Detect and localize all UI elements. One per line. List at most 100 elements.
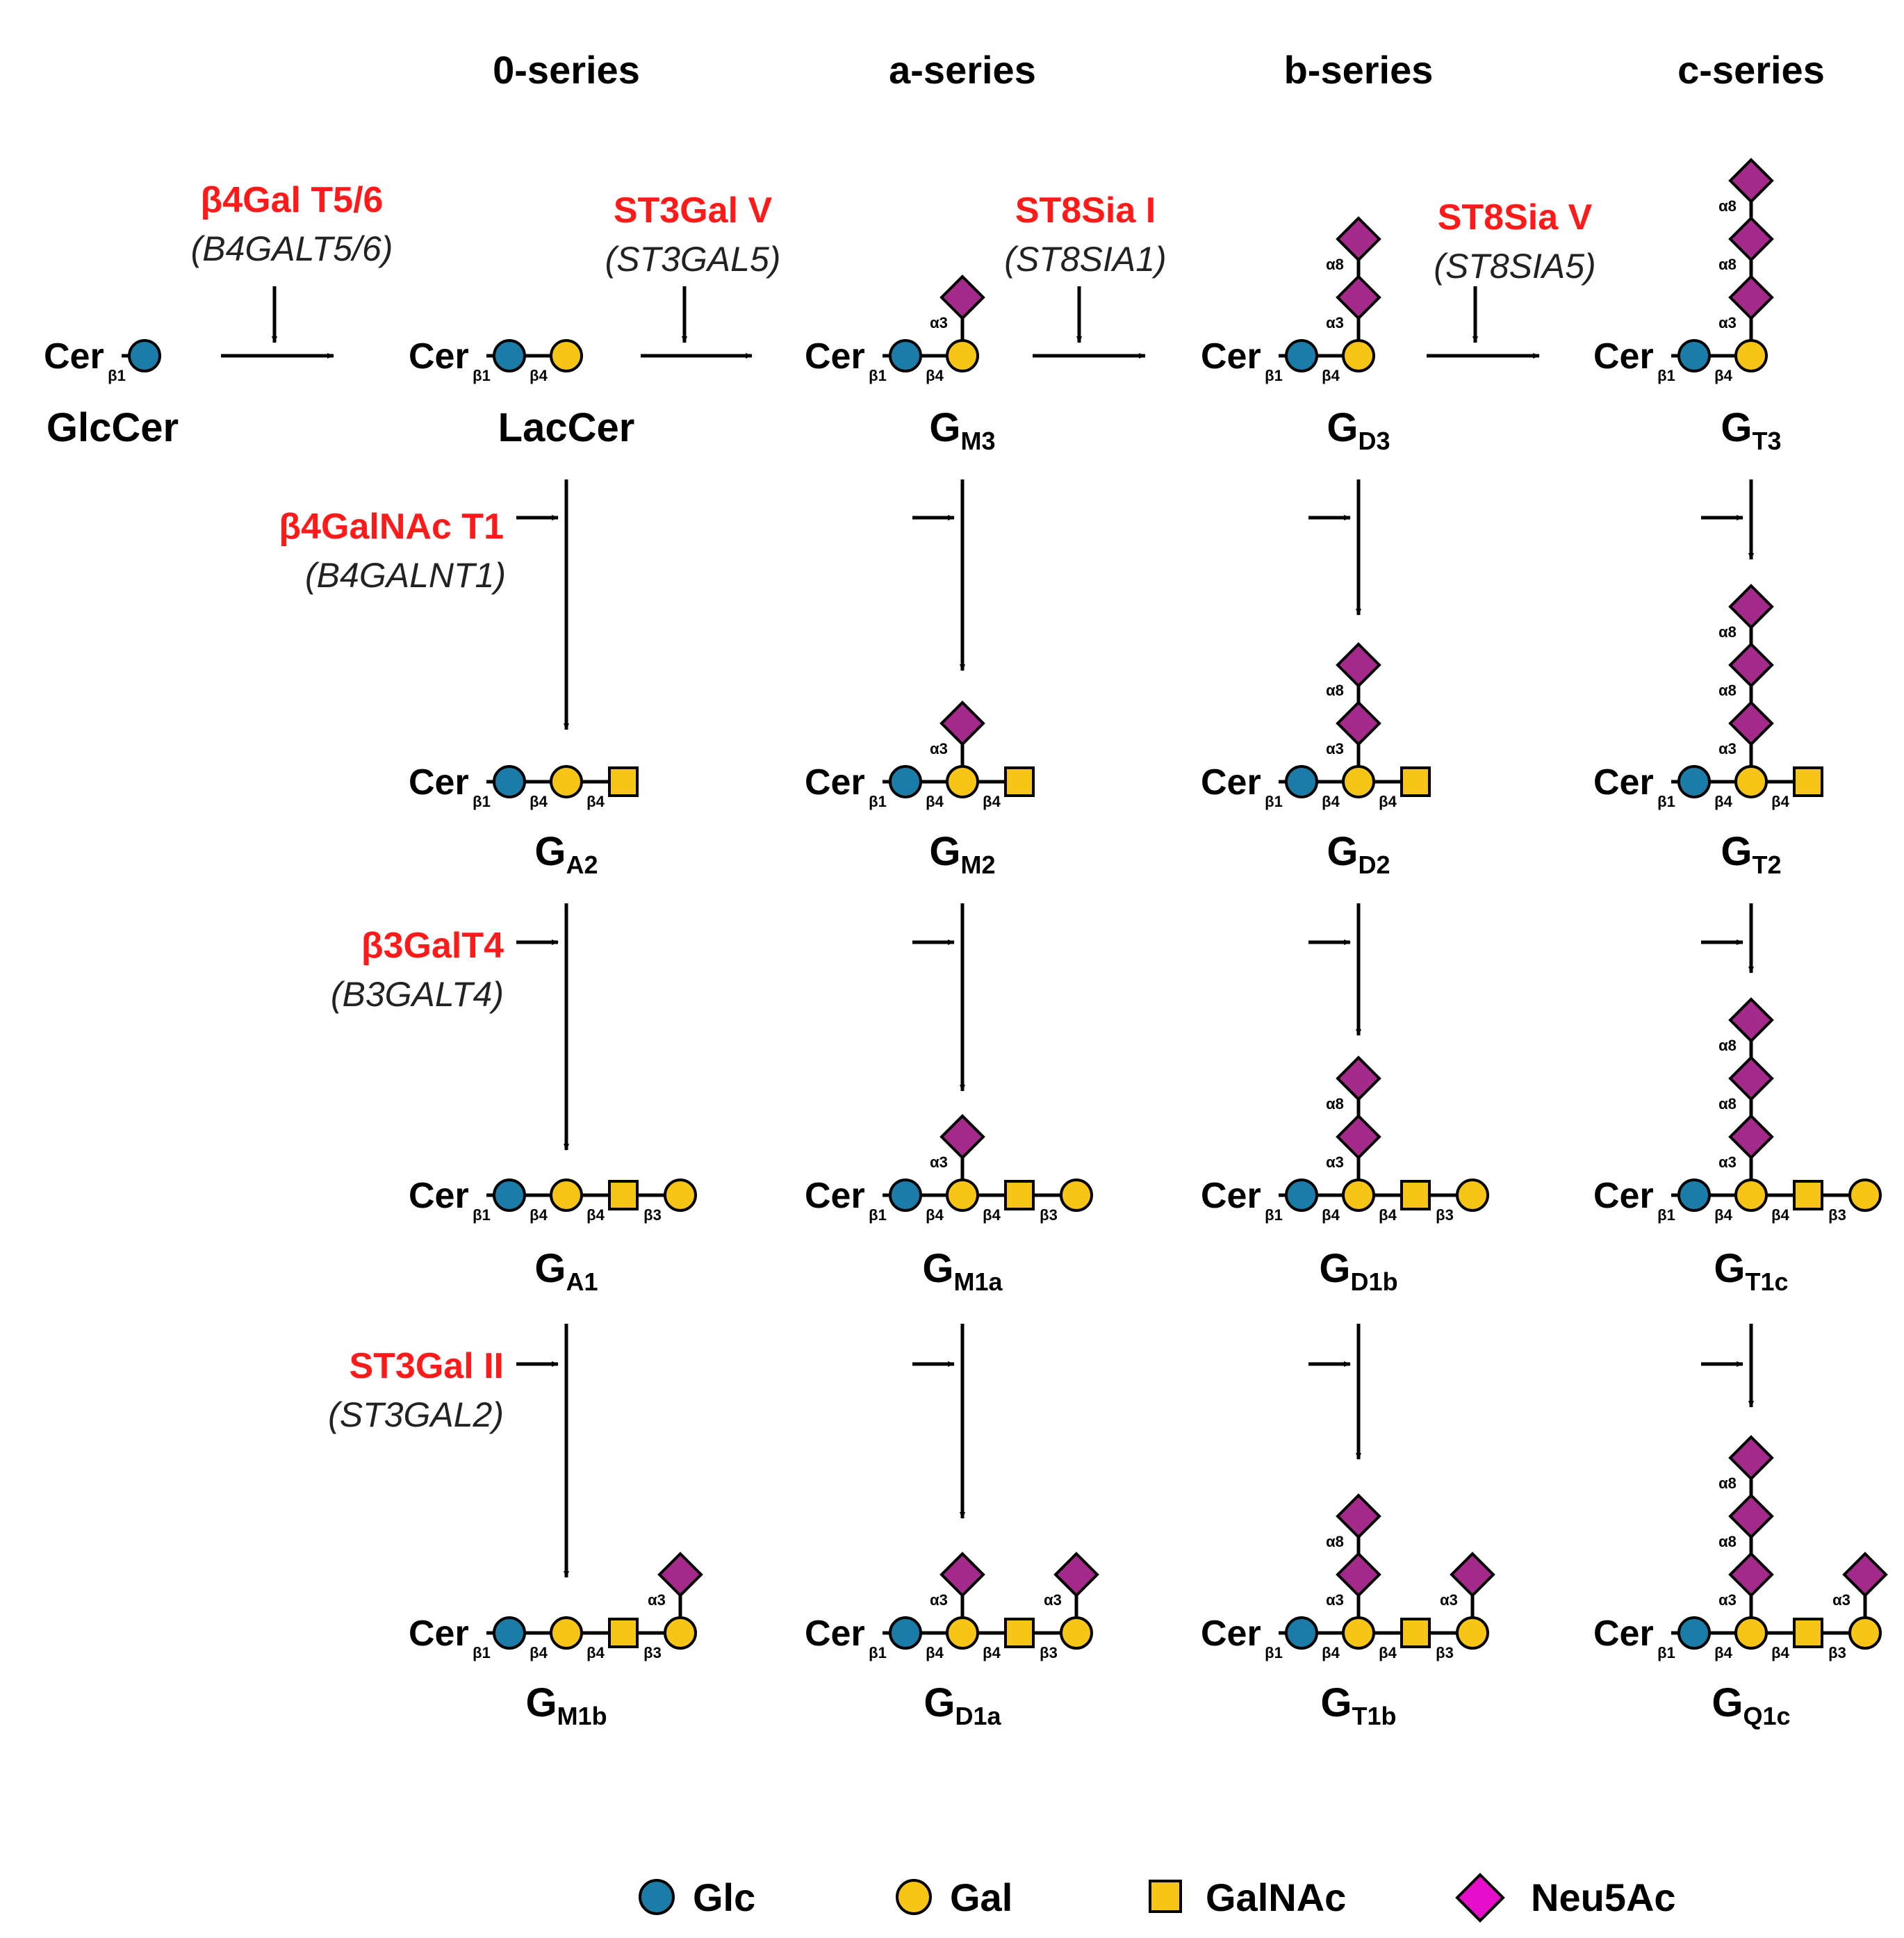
- glc-circle-icon: [493, 1616, 526, 1650]
- neu5ac-diamond-icon: [1728, 1552, 1774, 1598]
- linkage-label-a8: α8: [1718, 623, 1737, 641]
- neu5ac-diamond-icon: [1842, 1552, 1888, 1598]
- galnac-square-icon: [1400, 766, 1431, 797]
- linkage-label-b1: β1: [869, 1644, 887, 1661]
- compound-label-gd2: GD2: [1327, 829, 1390, 879]
- glc-circle-icon: [889, 1179, 922, 1212]
- glc-circle-icon: [1285, 339, 1318, 372]
- linkage-label-b3: β3: [1436, 1644, 1454, 1661]
- linkage-label-b1: β1: [473, 793, 491, 810]
- linkage-label-b1: β1: [869, 793, 887, 810]
- galnac-square-icon: [1793, 1618, 1823, 1648]
- linkage-label-b4: β4: [530, 1206, 548, 1224]
- compound-label-ga2: GA2: [534, 829, 598, 879]
- legend-label-neu5ac: Neu5Ac: [1531, 1875, 1676, 1919]
- linkage-label-b1: β1: [1657, 793, 1675, 810]
- neu5ac-diamond-icon: [1336, 1552, 1381, 1598]
- linkage-label-a3: α3: [1326, 740, 1344, 757]
- compound-label-ga1: GA1: [534, 1246, 598, 1296]
- linkage-label-a3: α3: [930, 1153, 948, 1171]
- galnac-square-icon: [1793, 1180, 1823, 1210]
- linkage-label-a8: α8: [1326, 256, 1344, 273]
- gene-label-b4galt56: (B4GALT5/6): [191, 229, 393, 268]
- enzyme-label-b3galt4: β3GalT4: [361, 926, 504, 966]
- linkage-label-a8: α8: [1326, 1533, 1344, 1550]
- ceramide-label: Cer: [44, 336, 104, 377]
- gal-circle-icon: [1848, 1179, 1882, 1212]
- linkage-label-b1: β1: [108, 367, 126, 384]
- linkage-label-b4: β4: [926, 1644, 944, 1661]
- series-header-c: c-series: [1677, 48, 1825, 92]
- galnac-square-icon: [1004, 1180, 1035, 1210]
- series-header-b: b-series: [1284, 48, 1434, 92]
- neu5ac-diamond-icon: [1728, 997, 1774, 1043]
- enzyme-label-b4galnt1: β4GalNAc T1: [279, 507, 504, 547]
- neu5ac-diamond-icon: [1728, 1056, 1774, 1101]
- gal-circle-icon: [1342, 339, 1375, 372]
- legend-item-gal: Gal: [896, 1875, 1012, 1919]
- gal-circle-icon: [946, 339, 979, 372]
- compound-label-gt1b: GT1b: [1320, 1680, 1396, 1730]
- linkage-label-a8: α8: [1718, 1475, 1737, 1492]
- galnac-square-icon: [608, 1618, 639, 1648]
- neu5ac-diamond-icon: [1336, 700, 1381, 746]
- legend-label-gal: Gal: [950, 1875, 1012, 1919]
- linkage-label-b4: β4: [926, 367, 944, 384]
- ceramide-label: Cer: [1593, 1613, 1654, 1654]
- linkage-label-b3: β3: [1828, 1206, 1846, 1224]
- linkage-label-b1: β1: [869, 367, 887, 384]
- linkage-label-b3: β3: [1828, 1644, 1846, 1661]
- linkage-label-b4: β4: [983, 793, 1001, 810]
- gal-circle-icon: [946, 765, 979, 798]
- neu5ac-diamond-icon: [1336, 1493, 1381, 1539]
- compound-label-glccer: GlcCer: [47, 405, 179, 450]
- linkage-label-a3: α3: [1326, 1153, 1344, 1171]
- linkage-label-b4: β4: [1322, 1206, 1340, 1224]
- neu5ac-diamond-icon: [1336, 642, 1381, 688]
- legend-item-glc: Glc: [639, 1875, 755, 1919]
- linkage-label-a3: α3: [1832, 1591, 1850, 1609]
- linkage-label-b4: β4: [530, 793, 548, 810]
- linkage-label-b4: β4: [1322, 1644, 1340, 1661]
- gene-label-st8sia1: (ST8SIA1): [1004, 240, 1166, 279]
- linkage-label-a3: α3: [1044, 1591, 1062, 1609]
- neu5ac-diamond-icon: [1728, 1493, 1774, 1539]
- linkage-label-b1: β1: [473, 1644, 491, 1661]
- gal-circle-icon: [946, 1179, 979, 1212]
- linkage-label-b4: β4: [530, 367, 548, 384]
- gene-label-st8sia5: (ST8SIA5): [1434, 247, 1595, 286]
- galnac-square-icon: [1793, 766, 1823, 797]
- glc-circle-icon: [493, 765, 526, 798]
- neu5ac-diamond-icon: [1728, 274, 1774, 320]
- neu5ac-diamond-icon: [1728, 1435, 1774, 1481]
- neu5ac-diamond-icon: [1336, 1114, 1381, 1160]
- linkage-label-a3: α3: [1326, 1591, 1344, 1609]
- linkage-label-b4: β4: [1379, 793, 1397, 810]
- ceramide-label: Cer: [1201, 1176, 1261, 1216]
- glc-circle-icon: [1285, 1616, 1318, 1650]
- glc-circle-icon: [1285, 1179, 1318, 1212]
- linkage-label-b1: β1: [1265, 793, 1283, 810]
- linkage-label-b1: β1: [1265, 1644, 1283, 1661]
- legend-item-neu5ac: Neu5Ac: [1455, 1873, 1676, 1923]
- glc-circle-icon: [493, 339, 526, 372]
- linkage-label-b3: β3: [643, 1644, 662, 1661]
- neu5ac-diamond-icon: [1450, 1552, 1495, 1598]
- linkage-label-a3: α3: [930, 740, 948, 757]
- compound-label-gt2: GT2: [1721, 829, 1781, 879]
- linkage-label-a8: α8: [1326, 1095, 1344, 1112]
- linkage-label-a8: α8: [1718, 197, 1737, 215]
- gal-circle-icon: [1734, 1179, 1768, 1212]
- linkage-label-b4: β4: [926, 793, 944, 810]
- linkage-label-a3: α3: [930, 314, 948, 331]
- ceramide-label: Cer: [409, 336, 469, 377]
- gal-circle-icon: [550, 1616, 583, 1650]
- linkage-label-a8: α8: [1718, 256, 1737, 273]
- linkage-label-b1: β1: [1265, 1206, 1283, 1224]
